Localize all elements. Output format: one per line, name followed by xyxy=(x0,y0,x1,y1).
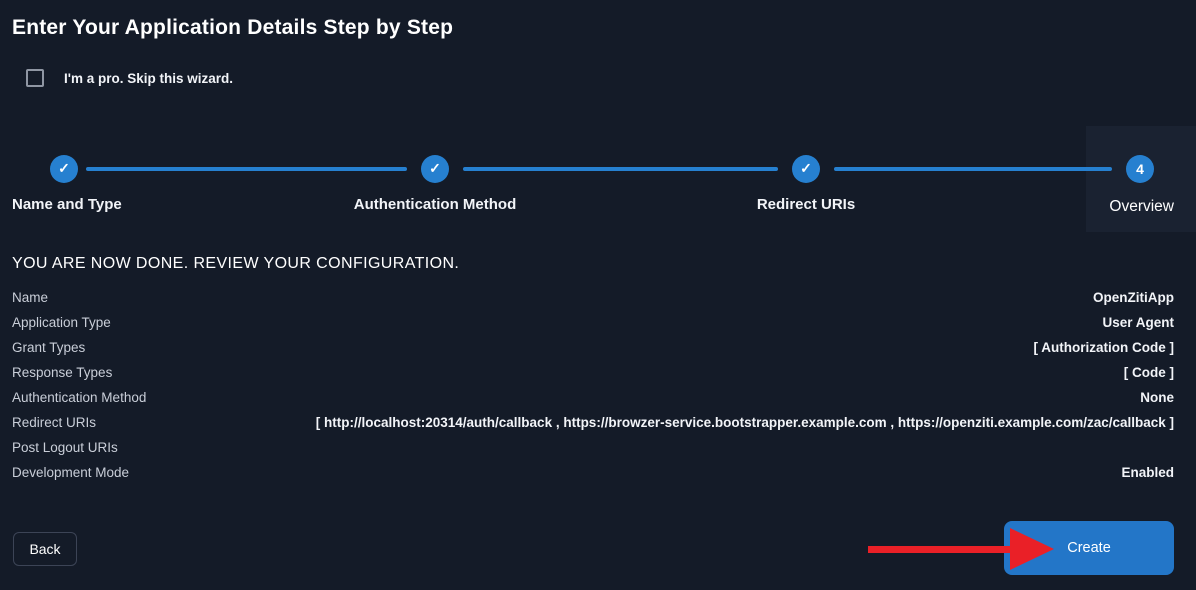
step-4-circle[interactable]: 4 xyxy=(1126,155,1154,183)
step-label-name-and-type: Name and Type xyxy=(12,196,122,213)
review-row-redirect-uris: Redirect URIs [ http://localhost:20314/a… xyxy=(12,415,1174,440)
skip-wizard-row: I'm a pro. Skip this wizard. xyxy=(26,69,233,87)
step-label-overview: Overview xyxy=(1109,198,1174,215)
review-row-application-type: Application Type User Agent xyxy=(12,315,1174,340)
row-label: Response Types xyxy=(12,365,113,380)
create-button[interactable]: Create xyxy=(1004,521,1174,575)
row-value: [ http://localhost:20314/auth/callback ,… xyxy=(315,415,1174,430)
skip-wizard-label: I'm a pro. Skip this wizard. xyxy=(64,70,233,86)
step-3-circle[interactable]: ✓ xyxy=(792,155,820,183)
row-value: OpenZitiApp xyxy=(1093,290,1174,305)
step-2-circle[interactable]: ✓ xyxy=(421,155,449,183)
row-label: Redirect URIs xyxy=(12,415,97,430)
review-row-authentication-method: Authentication Method None xyxy=(12,390,1174,415)
row-label: Development Mode xyxy=(12,465,130,480)
review-heading: YOU ARE NOW DONE. REVIEW YOUR CONFIGURAT… xyxy=(12,255,460,272)
row-value: User Agent xyxy=(1102,315,1174,330)
step-number: 4 xyxy=(1136,161,1144,177)
row-value: [ Code ] xyxy=(1123,365,1174,380)
stepper-connector xyxy=(463,167,778,171)
step-label-authentication-method: Authentication Method xyxy=(353,196,517,213)
review-row-name: Name OpenZitiApp xyxy=(12,290,1174,315)
row-label: Grant Types xyxy=(12,340,86,355)
check-icon: ✓ xyxy=(800,160,812,176)
back-button[interactable]: Back xyxy=(13,532,77,566)
page-title: Enter Your Application Details Step by S… xyxy=(12,16,454,39)
step-label-redirect-uris: Redirect URIs xyxy=(756,196,856,213)
review-row-grant-types: Grant Types [ Authorization Code ] xyxy=(12,340,1174,365)
row-value: [ Authorization Code ] xyxy=(1033,340,1174,355)
review-summary-list: Name OpenZitiApp Application Type User A… xyxy=(12,290,1174,490)
step-1-circle[interactable]: ✓ xyxy=(50,155,78,183)
row-label: Post Logout URIs xyxy=(12,440,118,455)
check-icon: ✓ xyxy=(58,160,70,176)
stepper-connector xyxy=(86,167,407,171)
row-label: Application Type xyxy=(12,315,111,330)
row-label: Name xyxy=(12,290,49,305)
skip-wizard-checkbox[interactable] xyxy=(26,69,44,87)
review-row-response-types: Response Types [ Code ] xyxy=(12,365,1174,390)
row-value: None xyxy=(1140,390,1174,405)
review-row-development-mode: Development Mode Enabled xyxy=(12,465,1174,490)
check-icon: ✓ xyxy=(429,160,441,176)
row-label: Authentication Method xyxy=(12,390,147,405)
review-row-post-logout-uris: Post Logout URIs xyxy=(12,440,1174,465)
stepper-connector xyxy=(834,167,1112,171)
arrow-shaft xyxy=(868,546,1014,553)
row-value: Enabled xyxy=(1121,465,1174,480)
